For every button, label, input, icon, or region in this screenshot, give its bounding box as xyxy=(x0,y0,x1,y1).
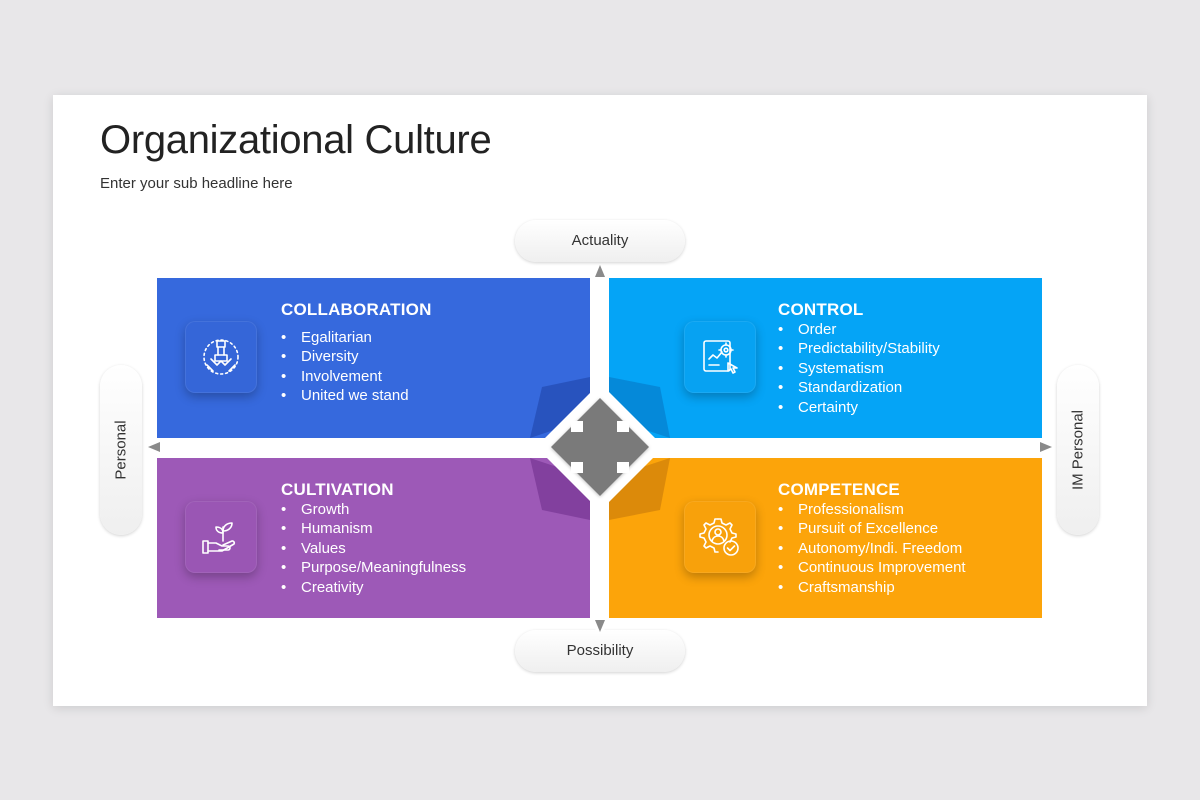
list-item: •Growth xyxy=(281,501,350,518)
document-settings-icon xyxy=(703,340,738,374)
axis-label-bottom: Possibility xyxy=(515,630,685,672)
list-item: •Purpose/Meaningfulness xyxy=(281,559,467,577)
arrow-left-icon xyxy=(148,442,160,452)
quadrant-list: •Growth •Humanism •Values •Purpose/Meani… xyxy=(281,500,466,597)
arrow-down-icon xyxy=(595,620,605,632)
arrow-right-icon xyxy=(1040,442,1052,452)
center-square-bl xyxy=(571,462,583,473)
list-item: •Craftsmanship xyxy=(778,578,895,596)
arrow-up-icon xyxy=(595,265,605,277)
list-item: •United we stand xyxy=(281,387,409,405)
list-item: •Continuous Improvement xyxy=(778,559,966,577)
list-item: •Values xyxy=(281,539,346,557)
center-square-br xyxy=(617,462,629,473)
axis-label-top: Actuality xyxy=(515,220,685,262)
quadrant-icon-box xyxy=(684,321,756,393)
quadrant-list: •Egalitarian •Diversity •Involvement •Un… xyxy=(281,328,409,406)
quadrant-icon-box xyxy=(684,501,756,573)
quadrant-cultivation: CULTIVATION •Growth •Humanism •Values •P… xyxy=(157,458,590,618)
list-item: •Humanism xyxy=(281,520,373,538)
center-square-tr xyxy=(617,421,629,432)
quadrant-icon-box xyxy=(185,321,257,393)
page-title: Organizational Culture xyxy=(100,118,492,162)
quadrant-control: CONTROL •Order •Predictability/Stability… xyxy=(609,278,1042,438)
quadrant-icon-box xyxy=(185,501,257,573)
axis-label-left-pill: Personal xyxy=(100,365,142,535)
center-square-tl xyxy=(571,421,583,432)
list-item: •Certainty xyxy=(778,398,859,416)
list-item: •Diversity xyxy=(281,348,359,366)
axis-label-right-pill: IM Personal xyxy=(1057,365,1099,535)
handshake-team-icon xyxy=(203,339,239,375)
quadrant-competence: COMPETENCE •Professionalism •Pursuit of … xyxy=(609,458,1042,618)
quadrant-list: •Professionalism •Pursuit of Excellence … xyxy=(778,500,966,597)
list-item: •Predictability/Stability xyxy=(778,340,940,358)
quadrant-list: •Order •Predictability/Stability •System… xyxy=(778,320,940,417)
plant-in-hand-icon xyxy=(202,522,236,554)
list-item: •Pursuit of Excellence xyxy=(778,520,939,538)
list-item: •Standardization xyxy=(778,379,903,397)
list-item: •Involvement xyxy=(281,367,382,385)
list-item: •Autonomy/Indi. Freedom xyxy=(778,539,963,557)
quadrant-collaboration: COLLABORATION •Egalitarian •Diversity •I… xyxy=(157,278,590,438)
list-item: •Creativity xyxy=(281,578,364,596)
person-gear-check-icon xyxy=(699,518,739,556)
list-item: •Egalitarian xyxy=(281,329,372,346)
quadrant-title: CONTROL xyxy=(778,300,864,319)
quadrant-title: CULTIVATION xyxy=(281,480,394,499)
page-subtitle: Enter your sub headline here xyxy=(100,175,293,192)
quadrant-title: COLLABORATION xyxy=(281,300,432,319)
quadrant-title: COMPETENCE xyxy=(778,480,900,499)
list-item: •Order xyxy=(778,321,837,338)
list-item: •Systematism xyxy=(778,359,884,377)
list-item: •Professionalism xyxy=(778,501,904,518)
